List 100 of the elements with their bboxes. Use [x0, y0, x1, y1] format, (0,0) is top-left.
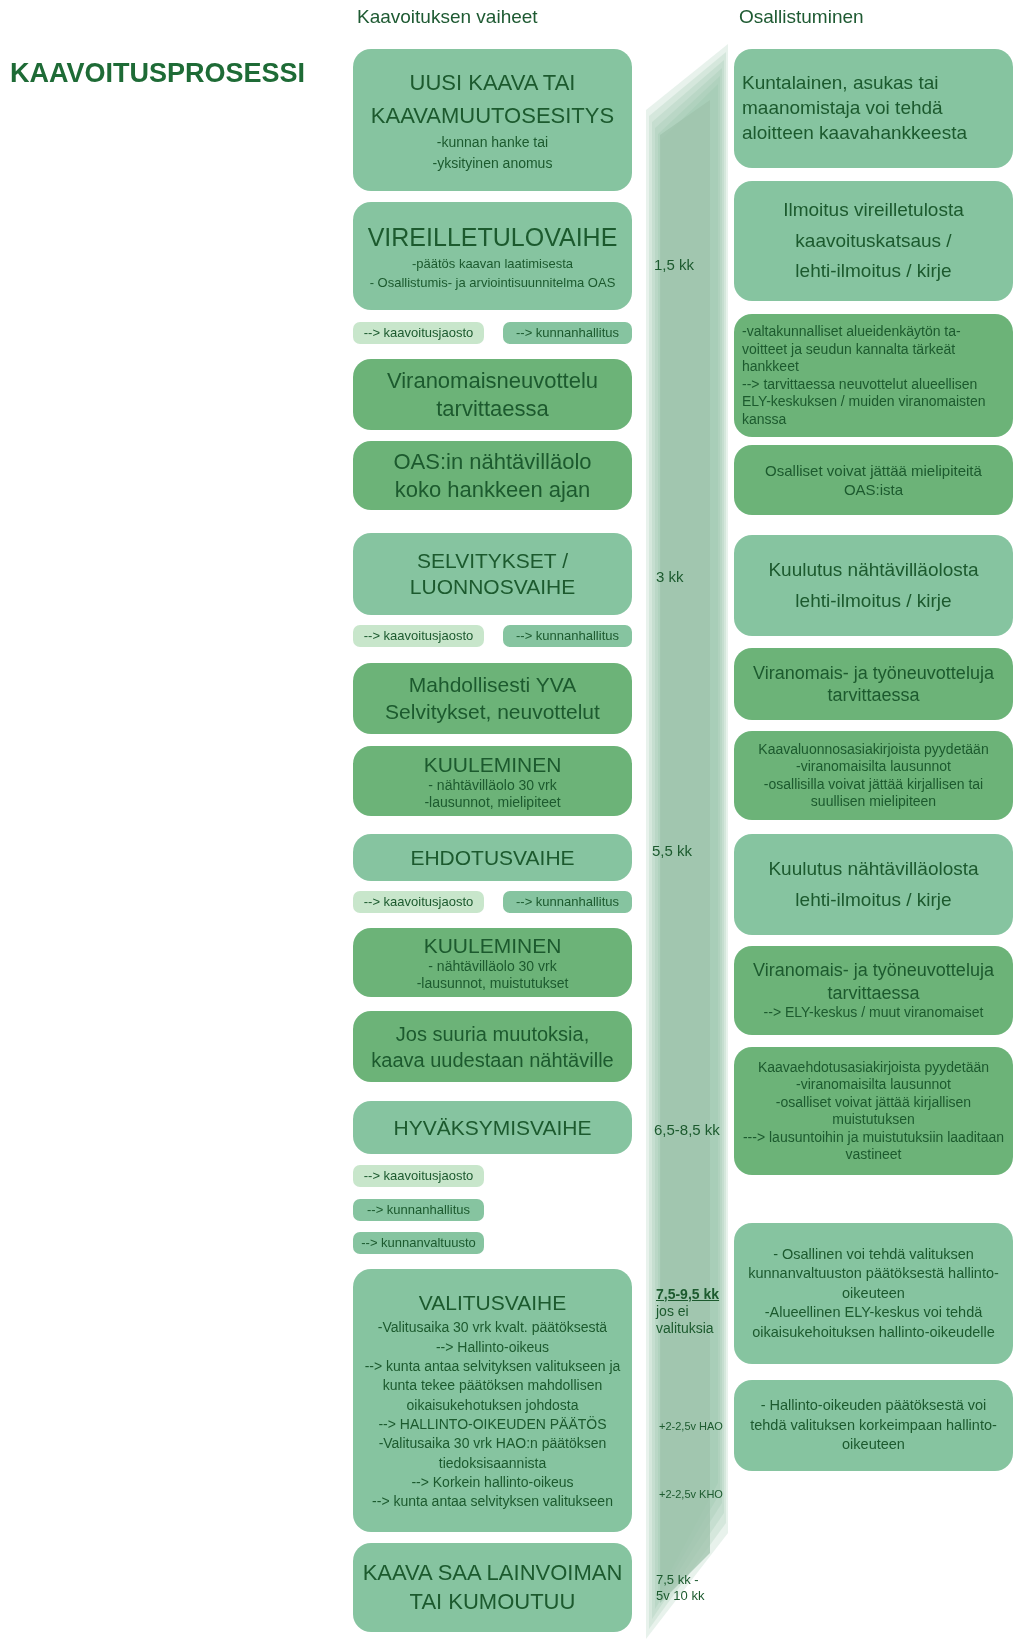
- participation-card: [734, 445, 1013, 515]
- card-heading: VIREILLETULOVAIHE: [366, 222, 619, 254]
- card-text: Osalliset voivat jättää mielipiteitä OAS:ista: [764, 460, 983, 500]
- card-text: kaavoituskatsaus / lehti-ilmoitus / kirje: [794, 228, 953, 284]
- card-text: Viranomaisneuvottelu tarvittaessa: [385, 367, 600, 422]
- participation-card: [734, 731, 1013, 820]
- committee-tag: [353, 322, 484, 344]
- card-text: lehti-ilmoitus / kirje: [794, 588, 953, 613]
- committee-name: --> kunnanhallitus: [516, 325, 619, 341]
- committee-tag: [353, 1232, 484, 1254]
- phase-card: [353, 49, 632, 191]
- committee-name: --> kunnanhallitus: [516, 894, 619, 910]
- card-text: HYVÄKSYMISVAIHE: [392, 1114, 593, 1141]
- card-text: --> kunta antaa selvityksen valitukseen ja kunta tekee päätöksen mahdollisen oikaisukehotuksen johdosta: [363, 1357, 622, 1415]
- card-text: Mahdollisesti YVA: [407, 672, 578, 699]
- card-text: Kuulutus nähtävilläolosta: [767, 857, 980, 882]
- card-text: -Alueellinen ELY-keskus voi tehdä oikaisukehoituksen hallinto-oikeudelle: [751, 1303, 996, 1342]
- card-text: -lausunnot, muistutukset: [415, 975, 570, 992]
- card-text: - Osallinen voi tehdä valituksen kunnanvaltuuston päätöksestä hallinto-oikeuteen: [747, 1244, 1000, 1303]
- card-text: Selvitykset, neuvottelut: [384, 698, 601, 725]
- column-heading: Kaavoituksen vaiheet: [357, 6, 538, 28]
- phase-card: [353, 834, 632, 881]
- committee-name: --> kaavoitusjaosto: [363, 325, 474, 341]
- column-heading: Osallistuminen: [739, 6, 864, 28]
- participation-card: [734, 314, 1013, 437]
- phase-card: [353, 928, 632, 997]
- phase-card: [353, 533, 632, 615]
- participation-card: [734, 535, 1013, 636]
- card-text: ---> lausuntoihin ja muistutuksiin laaditaan vastineet: [742, 1128, 1005, 1164]
- phase-card: [353, 202, 632, 310]
- card-text: -Valitusaika 30 vrk HAO:n päätöksen tiedoksisaannista: [377, 1434, 608, 1473]
- participation-card: [734, 181, 1013, 301]
- committee-name: --> kunnanvaltuusto: [361, 1235, 476, 1251]
- participation-card: [734, 834, 1013, 935]
- card-text: -viranomaisilta lausunnot: [795, 1076, 952, 1094]
- committee-tag: [353, 1165, 484, 1187]
- committee-name: --> kunnanhallitus: [367, 1202, 470, 1218]
- participation-card: [734, 946, 1013, 1035]
- card-text: EHDOTUSVAIHE: [409, 844, 576, 871]
- phase-card: [353, 441, 632, 510]
- card-text: -Valitusaika 30 vrk kvalt. päätöksestä: [376, 1318, 609, 1338]
- card-text: Kuulutus nähtävilläolosta: [767, 558, 980, 583]
- duration-label: 5,5 kk: [652, 842, 694, 860]
- card-heading: UUSI KAAVA TAI KAAVAMUUTOSESITYS: [369, 69, 616, 130]
- card-text: Kuntalainen, asukas tai maanomistaja voi tehdä aloitteen kaavahankkeesta: [742, 71, 968, 145]
- phase-card: [353, 746, 632, 816]
- card-text: -osallisilla voivat jättää kirjallisen tai suullisen mielipiteen: [762, 775, 985, 811]
- participation-card: [734, 648, 1013, 720]
- card-heading: VALITUSVAIHE: [417, 1290, 568, 1317]
- committee-name: --> kaavoitusjaosto: [363, 894, 474, 910]
- card-text: - nähtävilläolo 30 vrk: [427, 776, 558, 794]
- phase-card: [353, 663, 632, 734]
- card-text: - nähtävilläolo 30 vrk: [427, 958, 558, 976]
- card-text: SELVITYKSET / LUONNOSVAIHE: [408, 547, 577, 600]
- participation-card: [734, 1223, 1013, 1364]
- card-text: Viranomais- ja työneuvotteluja tarvittaessa: [752, 661, 995, 707]
- committee-tag: [353, 625, 484, 647]
- page-title: KAAVOITUSPROSESSI: [10, 58, 306, 89]
- duration-label: +2-2,5v KHO: [659, 1488, 724, 1502]
- duration-label: 1,5 kk: [654, 256, 696, 274]
- card-text: - Hallinto-oikeuden päätöksestä voi tehdä valituksen korkeimpaan hallinto-oikeuteen: [749, 1396, 998, 1455]
- phase-card: [353, 359, 632, 430]
- duration-label: 3 kk: [656, 568, 685, 586]
- participation-card: [734, 1380, 1013, 1471]
- card-text: --> tarvittaessa neuvottelut alueellisen ELY-keskuksen / muiden viranomaisten kanssa: [742, 375, 987, 428]
- card-text: Ilmoitus vireilletulosta: [782, 198, 965, 223]
- duration-label: 6,5-8,5 kk: [654, 1121, 721, 1139]
- committee-tag: [503, 891, 632, 913]
- card-text: OAS:in nähtävilläolo koko hankkeen ajan: [392, 448, 593, 503]
- card-text: -kunnan hanke tai: [435, 133, 550, 152]
- card-text: Jos suuria muutoksia, kaava uudestaan nähtäville: [370, 1021, 615, 1073]
- card-heading: Viranomais- ja työneuvotteluja tarvittaessa: [752, 959, 995, 1005]
- card-text: -osalliset voivat jättää kirjallisen muistutuksen: [774, 1093, 973, 1129]
- phase-card: [353, 1543, 632, 1632]
- duration-label: 7,5 kk - 5v 10 kk: [656, 1572, 706, 1604]
- card-text: lehti-ilmoitus / kirje: [794, 887, 953, 912]
- committee-name: --> kaavoitusjaosto: [363, 628, 474, 644]
- duration-label: 7,5-9,5 kk jos ei valituksia: [656, 1286, 721, 1337]
- card-text: Kaavaluonnosasiakirjoista pyydetään: [757, 740, 990, 758]
- card-text: -lausunnot, mielipiteet: [423, 793, 562, 811]
- phase-card: [353, 1101, 632, 1154]
- committee-name: --> kunnanhallitus: [516, 628, 619, 644]
- card-text: -valtakunnalliset alueidenkäytön ta-voitteet ja seudun kannalta tärkeät hankkeet: [742, 323, 962, 376]
- card-text: Kaavaehdotusasiakirjoista pyydetään: [756, 1058, 991, 1076]
- card-text: - Osallistumis- ja arviointisuunnitelma OAS: [368, 274, 617, 293]
- committee-name: --> kaavoitusjaosto: [363, 1168, 474, 1184]
- card-text: --> Hallinto-oikeus: [434, 1337, 551, 1357]
- card-text: --> HALLINTO-OIKEUDEN PÄÄTÖS: [377, 1415, 608, 1434]
- card-text: -päätös kaavan laatimisesta: [410, 255, 575, 274]
- card-text: --> kunta antaa selvityksen valitukseen: [371, 1492, 614, 1512]
- card-text: --> Korkein hallinto-oikeus: [410, 1472, 575, 1492]
- phase-card: [353, 1269, 632, 1532]
- card-text: --> ELY-keskus / muut viranomaiset: [762, 1004, 985, 1022]
- duration-label: +2-2,5v HAO: [659, 1420, 724, 1434]
- card-text: KAAVA SAA LAINVOIMAN TAI KUMOUTUU: [361, 1558, 624, 1616]
- participation-card: [734, 1047, 1013, 1175]
- committee-tag: [503, 322, 632, 344]
- card-text: -yksityinen anomus: [431, 154, 554, 173]
- card-heading: KUULEMINEN: [422, 751, 563, 777]
- participation-card: [734, 49, 1013, 168]
